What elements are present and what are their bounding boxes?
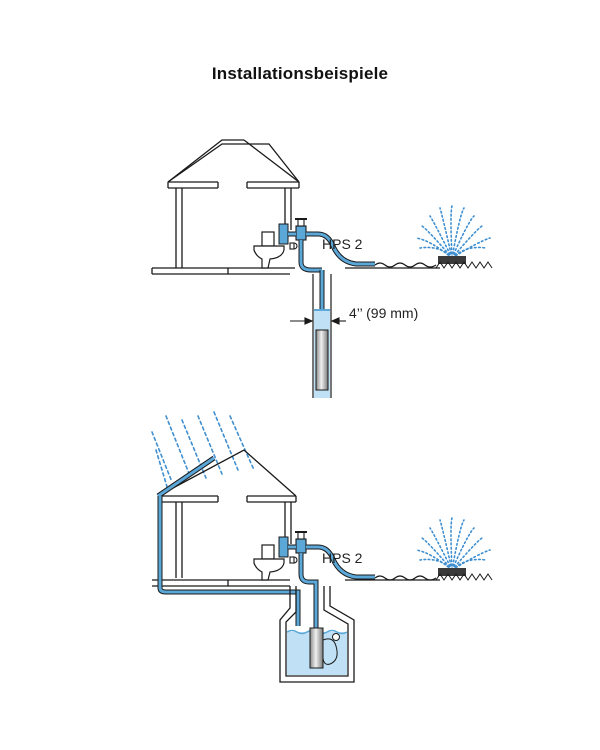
cistern-bottom	[278, 536, 289, 558]
rain-icon	[151, 411, 255, 491]
page-title: Installationsbeispiele	[211, 64, 389, 83]
float-cable	[322, 638, 338, 665]
dimension-indicator	[290, 317, 346, 325]
hps-label-top: HPS 2	[322, 236, 363, 252]
garden-hose	[374, 262, 437, 268]
submersible-pump	[315, 329, 329, 391]
rainwater-downpipe	[157, 496, 301, 626]
well-diameter-label: 4’’ (99 mm)	[349, 305, 418, 321]
house-bottom	[152, 449, 440, 587]
hps-label-bottom: HPS 2	[322, 550, 363, 566]
toilet-icon-bottom	[253, 544, 285, 581]
sprinkler-icon	[415, 205, 493, 269]
garden-hose-bottom	[374, 575, 437, 581]
sprinkler-icon-bottom	[415, 517, 493, 581]
diagram-well-installation: 4’’ (99 mm) HPS 2	[151, 139, 493, 398]
water-pipes-bottom	[288, 544, 375, 628]
water-pipes-top	[288, 231, 375, 312]
float-switch-icon	[332, 633, 340, 641]
cistern	[278, 223, 289, 245]
submersible-pump-bottom	[309, 627, 324, 669]
diagram-rainwater-installation: HPS 2	[151, 411, 493, 683]
toilet-icon	[253, 231, 285, 269]
roof-gutter	[157, 456, 215, 498]
house-top	[151, 139, 440, 275]
